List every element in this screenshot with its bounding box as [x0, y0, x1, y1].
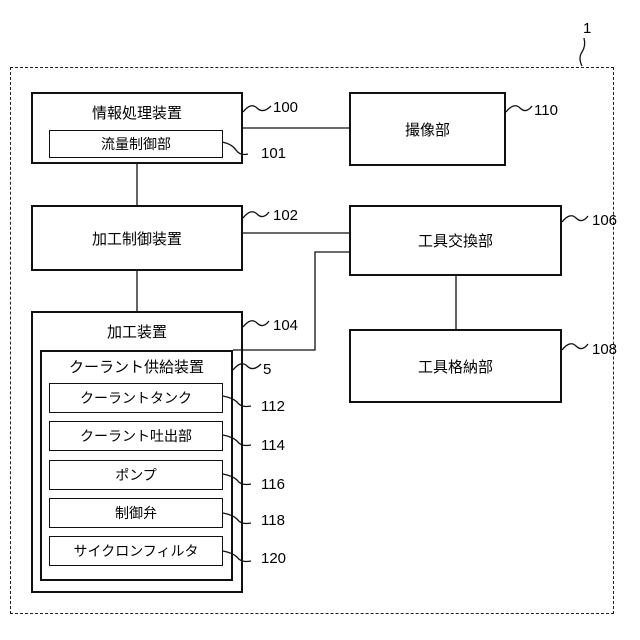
coolant-discharge-label: クーラント吐出部	[80, 426, 192, 446]
machining-device-label: 加工装置	[107, 321, 167, 342]
ref-112: 112	[261, 398, 285, 415]
coolant-tank-box: クーラントタンク	[49, 383, 223, 413]
ref-5: 5	[263, 361, 271, 378]
system-ref: 1	[583, 20, 591, 37]
coolant-discharge-box: クーラント吐出部	[49, 421, 223, 451]
ref-102: 102	[273, 207, 298, 224]
ref-116: 116	[261, 476, 285, 493]
info-processing-label: 情報処理装置	[92, 102, 182, 123]
ref-114: 114	[261, 437, 285, 454]
ref-108: 108	[592, 341, 617, 358]
tool-exchange-label: 工具交換部	[418, 230, 493, 251]
ref-110: 110	[534, 102, 558, 119]
ref-101: 101	[261, 145, 286, 162]
cyclone-filter-box: サイクロンフィルタ	[49, 536, 223, 566]
flow-control-box: 流量制御部	[49, 130, 223, 158]
ref-106: 106	[592, 212, 617, 229]
coolant-supply-label: クーラント供給装置	[69, 356, 204, 377]
coolant-tank-label: クーラントタンク	[80, 388, 192, 408]
imaging-box: 撮像部	[349, 92, 506, 166]
leader-system	[580, 38, 585, 66]
imaging-label: 撮像部	[405, 119, 450, 140]
cyclone-filter-label: サイクロンフィルタ	[73, 541, 198, 561]
ref-104: 104	[273, 317, 298, 334]
ref-100: 100	[273, 99, 298, 116]
ref-120: 120	[261, 550, 286, 567]
flow-control-label: 流量制御部	[101, 134, 171, 154]
tool-storage-label: 工具格納部	[418, 356, 493, 377]
pump-label: ポンプ	[115, 465, 157, 485]
control-valve-box: 制御弁	[49, 498, 223, 528]
control-valve-label: 制御弁	[115, 503, 157, 523]
ref-118: 118	[261, 512, 285, 529]
machining-control-box: 加工制御装置	[31, 205, 243, 271]
pump-box: ポンプ	[49, 460, 223, 490]
tool-storage-box: 工具格納部	[349, 329, 562, 403]
tool-exchange-box: 工具交換部	[349, 205, 562, 276]
machining-control-label: 加工制御装置	[92, 228, 182, 249]
